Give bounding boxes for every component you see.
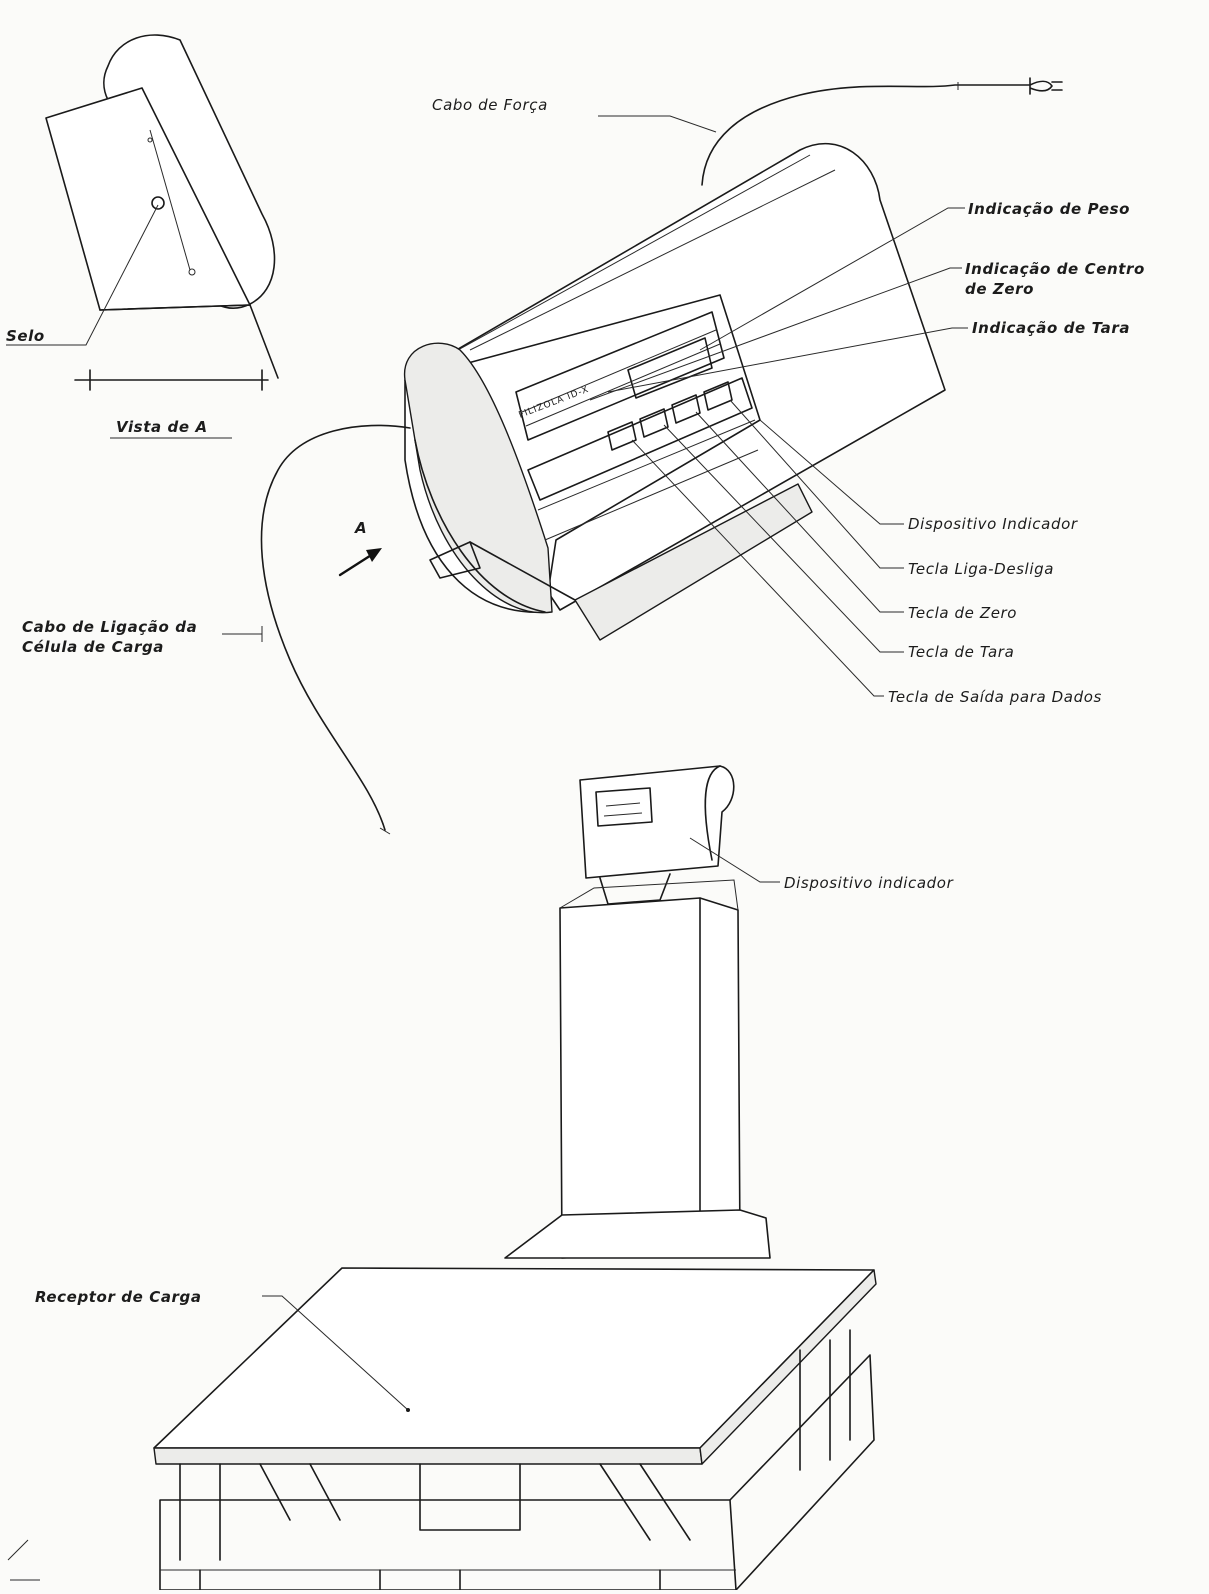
view-arrow-a: [338, 548, 382, 577]
tecla-zero-label: Tecla de Zero: [908, 604, 1017, 622]
indicacao-tara-label: Indicação de Tara: [972, 319, 1130, 337]
tecla-tara-label: Tecla de Tara: [908, 643, 1014, 661]
cabo-de-forca-label: Cabo de Força: [432, 96, 548, 114]
indicacao-peso-label: Indicação de Peso: [968, 200, 1130, 218]
side-view-a: [6, 34, 279, 391]
indicacao-centro-zero-label-line1: Indicação de Centro: [965, 260, 1145, 278]
scale-assembly: [153, 765, 877, 1591]
load-cell-cable: [260, 424, 411, 835]
receptor-de-carga-label: Receptor de Carga: [35, 1288, 202, 1306]
main-indicator-device: FILIZOLA ID-X: [404, 142, 946, 641]
vista-de-a-label: Vista de A: [116, 418, 208, 436]
dispositivo-indicador-label: Dispositivo Indicador: [908, 515, 1078, 533]
cabo-ligacao-label-line1: Cabo de Ligação da: [22, 618, 197, 636]
dispositivo-indicador-2-label: Dispositivo indicador: [784, 874, 954, 892]
tecla-liga-desliga-label: Tecla Liga-Desliga: [908, 560, 1054, 578]
indicacao-centro-zero-label-line2: de Zero: [965, 280, 1034, 298]
power-cable: [701, 77, 1063, 186]
arrow-a-label: A: [354, 519, 367, 537]
cabo-ligacao-label-line2: Célula de Carga: [22, 638, 164, 656]
selo-label: Selo: [6, 327, 45, 345]
tecla-saida-dados-label: Tecla de Saída para Dados: [888, 688, 1102, 706]
